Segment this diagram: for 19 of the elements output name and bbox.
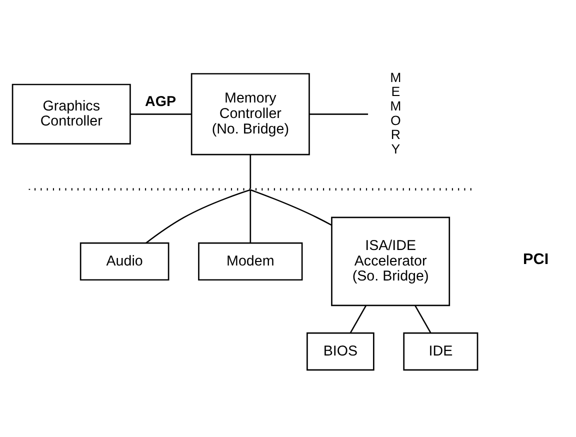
node-box: IDE [403,332,478,371]
connector [250,154,252,189]
node-box: Modem [198,242,303,281]
node-box: BIOS [306,332,374,371]
node-box: ISA/IDE Accelerator (So. Bridge) [331,216,450,306]
node-box: Graphics Controller [12,84,131,144]
connector [146,189,250,244]
edge-label: AGP [145,94,176,110]
connector [414,305,432,334]
node-bar [28,188,472,191]
connector [250,190,252,243]
connector [309,113,368,115]
connector [250,189,332,226]
label: PCI [523,251,549,268]
connector [130,113,192,115]
node-text: MEMORY [390,70,402,156]
node-box: Audio [80,242,170,281]
connector [350,305,367,334]
node-box: Memory Controller (No. Bridge) [190,73,310,156]
